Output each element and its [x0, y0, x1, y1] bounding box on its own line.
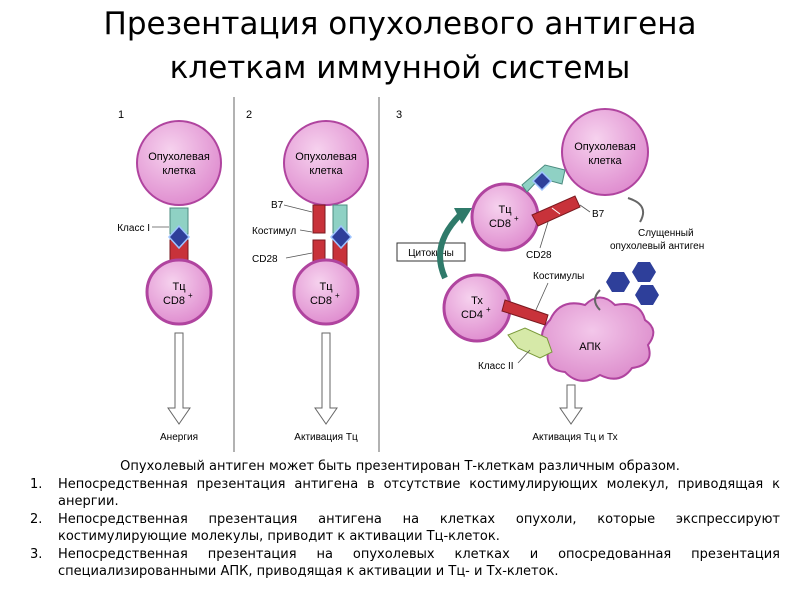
shed-arrow-1 — [627, 197, 644, 223]
label-cd28-3: CD28 — [526, 250, 552, 261]
note-text-3: Непосредственная презентация на опухолев… — [58, 547, 780, 579]
note-number-1: 1. — [30, 477, 43, 492]
label-cytokines: Цитокины — [408, 248, 454, 259]
label-b7-2: B7 — [271, 200, 284, 211]
tumor-cell-2-label-2: клетка — [309, 165, 343, 177]
result-3: Активация Тц и Тх — [532, 432, 617, 443]
panel-2: 2 Опухолевая клетка B7 Костимул CD28 Тц … — [246, 109, 369, 443]
th-cell-3-label-2: CD4 — [461, 309, 483, 321]
class2-pointer — [517, 349, 531, 364]
b7-molecule-2 — [312, 204, 326, 234]
mhc-class2 — [507, 327, 553, 359]
th-cell-3 — [442, 273, 512, 343]
panel-number-1: 1 — [118, 109, 124, 121]
b7-cd28-th — [501, 299, 549, 326]
label-costim-2: Костимул — [252, 226, 296, 237]
tumor-cell-2-label: Опухолевая — [295, 151, 357, 163]
t-cell-1 — [145, 258, 213, 326]
tumor-cell-3-label: Опухолевая — [574, 141, 636, 153]
arrow-down-3 — [559, 384, 583, 425]
result-1: Анергия — [160, 432, 198, 443]
shed-hexagon-1 — [632, 262, 656, 282]
antigen-diamond-2 — [329, 224, 353, 250]
label-cd28-2: CD28 — [252, 254, 278, 265]
t-cell-1-label-2: CD8 — [163, 295, 185, 307]
label-shed-2: опухолевый антиген — [610, 241, 704, 252]
antigen-diamond-1 — [167, 224, 191, 250]
b7-cd28-divider — [551, 207, 561, 215]
cd28-pointer — [285, 252, 313, 259]
note-number-3: 3. — [30, 547, 43, 562]
tumor-cell-1 — [136, 120, 222, 206]
th-cell-3-plus: + — [486, 305, 491, 314]
note-text-1: Непосредственная презентация антигена в … — [58, 477, 780, 509]
antigen-presentation-diagram: 1 Опухолевая клетка Класс I Тц CD8 + Ане… — [117, 97, 704, 452]
tumor-cell-2 — [283, 120, 369, 206]
t-cell-2-plus: + — [335, 291, 340, 300]
note-item-2: 2. Непосредственная презентация антигена … — [20, 512, 780, 545]
caption: Опухолевый антиген может быть презентиро… — [120, 459, 680, 474]
label-class1: Класс I — [117, 223, 150, 234]
arrow-down-2 — [314, 332, 338, 425]
label-class2: Класс II — [478, 361, 514, 372]
note-text-2: Непосредственная презентация антигена на… — [58, 512, 780, 544]
tc-cell-3-label-2: CD8 — [489, 218, 511, 230]
tc-cell-3 — [470, 182, 540, 252]
t-cell-1-plus: + — [188, 291, 193, 300]
tumor-cell-3-label-2: клетка — [588, 155, 622, 167]
note-number-2: 2. — [30, 512, 43, 527]
panel-1: 1 Опухолевая клетка Класс I Тц CD8 + Ане… — [117, 109, 222, 443]
panel-number-3: 3 — [396, 109, 402, 121]
arrow-down-1 — [167, 332, 191, 425]
panel-number-2: 2 — [246, 109, 252, 121]
t-cell-1-label: Тц — [172, 281, 186, 293]
apc-cell — [541, 296, 655, 382]
cd28-pointer-3 — [539, 221, 549, 249]
shed-hexagon-2 — [606, 272, 630, 292]
title-line-1: Презентация опухолевого антигена — [103, 6, 697, 42]
tc-cell-3-label: Тц — [498, 204, 512, 216]
tumor-cell-1-label: Опухолевая — [148, 151, 210, 163]
cytokine-arrow — [437, 212, 463, 280]
label-costim-3: Костимулы — [533, 271, 584, 282]
th-cell-3-label: Тх — [471, 295, 483, 307]
result-2: Активация Тц — [294, 432, 358, 443]
label-b7-3: B7 — [592, 209, 605, 220]
notes-list: 1. Непосредственная презентация антигена … — [20, 477, 780, 582]
costim-pointer-3 — [534, 282, 549, 313]
b7-pointer — [283, 204, 313, 213]
shed-hexagon-3 — [635, 285, 659, 305]
shed-arrow-2 — [594, 289, 601, 311]
b7-pointer-3 — [579, 204, 591, 213]
note-item-1: 1. Непосредственная презентация антигена … — [20, 477, 780, 510]
t-cell-2 — [292, 258, 360, 326]
tumor-cell-1-label-2: клетка — [162, 165, 196, 177]
label-shed-1: Слущенный — [638, 228, 694, 239]
title-line-2: клеткам иммунной системы — [169, 50, 631, 86]
costim-pointer — [299, 229, 313, 233]
note-item-3: 3. Непосредственная презентация на опухол… — [20, 547, 780, 580]
t-cell-2-label: Тц — [319, 281, 333, 293]
antigen-diamond-3 — [531, 170, 553, 192]
t-cell-2-label-2: CD8 — [310, 295, 332, 307]
tumor-cell-3 — [561, 108, 649, 196]
tc-cell-3-plus: + — [514, 214, 519, 223]
panel-3: 3 Опухолевая клетка Тц CD8 + B7 CD28 Цит… — [396, 108, 704, 443]
cytokine-arrowhead — [454, 208, 472, 224]
label-apc: АПК — [579, 341, 601, 353]
cytokines-box — [396, 242, 466, 262]
